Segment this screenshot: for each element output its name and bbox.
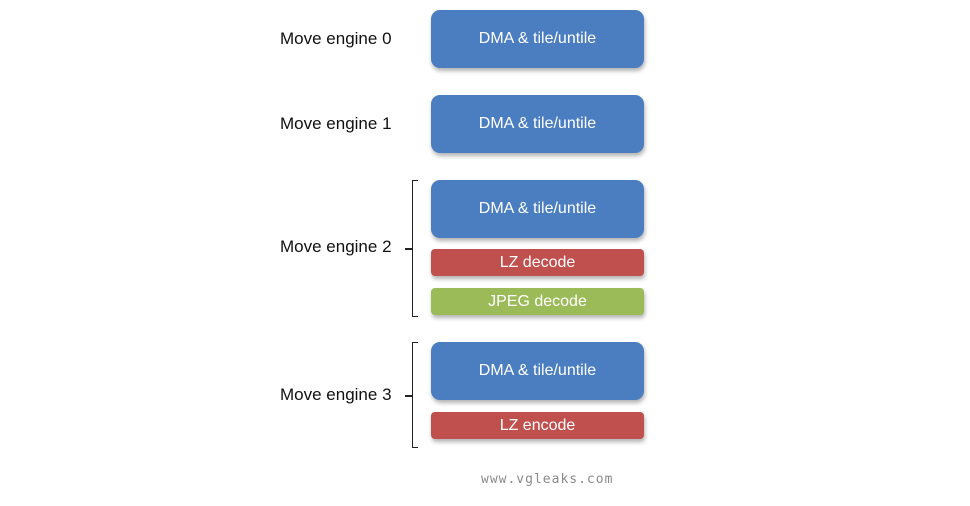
engine-2-bracket-tick <box>405 248 412 250</box>
engine-3-lz-encode-label: LZ encode <box>499 416 576 434</box>
engine-1-dma-box: DMA & tile/untile <box>431 95 644 153</box>
engine-3-label: Move engine 3 <box>280 385 392 404</box>
engine-0-label: Move engine 0 <box>280 29 392 48</box>
engine-0-dma-label: DMA & tile/untile <box>478 30 597 47</box>
engine-0-dma-box: DMA & tile/untile <box>431 10 644 68</box>
engine-2-lz-decode-label: LZ decode <box>499 253 576 271</box>
engine-2-bracket <box>405 180 418 317</box>
engine-2-jpeg-decode-label: JPEG decode <box>488 292 587 310</box>
engine-2-dma-label: DMA & tile/untile <box>478 200 597 217</box>
engine-2-jpeg-decode-box: JPEG decode <box>431 288 644 315</box>
engine-3-dma-box: DMA & tile/untile <box>431 342 644 400</box>
engine-1-dma-label: DMA & tile/untile <box>478 115 597 132</box>
engine-3-dma-label: DMA & tile/untile <box>478 362 597 379</box>
engine-3-lz-encode-box: LZ encode <box>431 412 644 439</box>
engine-3-bracket-tick <box>405 395 412 397</box>
engine-2-lz-decode-box: LZ decode <box>431 249 644 276</box>
watermark: www.vgleaks.com <box>481 472 614 487</box>
engine-2-dma-box: DMA & tile/untile <box>431 180 644 238</box>
engine-1-label: Move engine 1 <box>280 114 392 133</box>
engine-3-bracket <box>405 342 418 448</box>
engine-2-label: Move engine 2 <box>280 237 392 256</box>
